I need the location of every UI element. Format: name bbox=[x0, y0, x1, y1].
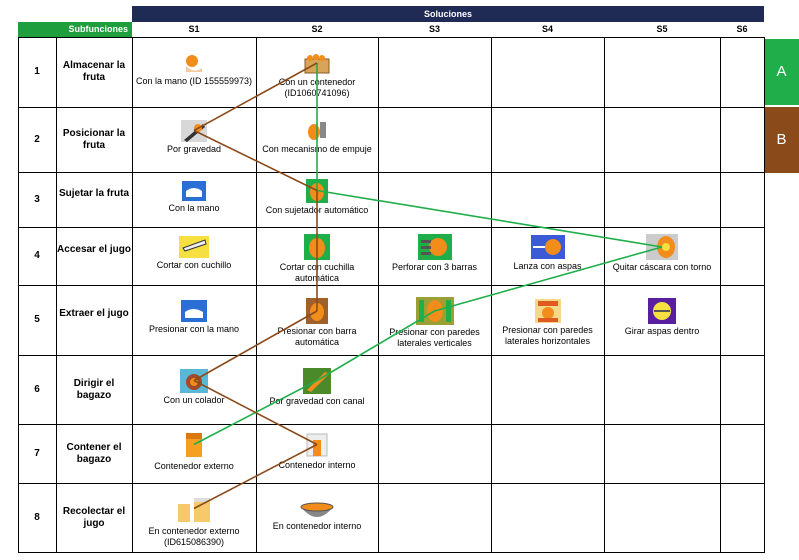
solution-label: En contenedor externo (ID615086390) bbox=[148, 525, 240, 547]
concept-b-tag: B bbox=[764, 107, 799, 173]
row-name-cell bbox=[56, 227, 133, 286]
knife-icon bbox=[179, 236, 209, 263]
gravity-slope-icon bbox=[181, 119, 207, 147]
solution-label: Presionar con paredes laterales vertical… bbox=[389, 327, 480, 348]
solution-label: Presionar con la mano bbox=[148, 324, 240, 334]
solution-label: Por gravedad bbox=[166, 143, 222, 154]
channel-icon bbox=[303, 367, 331, 399]
crate-icon bbox=[303, 51, 331, 80]
solution-cell bbox=[604, 37, 721, 108]
solution-cell bbox=[720, 107, 765, 173]
subfunction-name: Posicionar la fruta bbox=[62, 127, 126, 151]
spear-blades-icon bbox=[530, 235, 565, 264]
solution-cell bbox=[491, 483, 605, 553]
subfunction-name: Dirigir el bagazo bbox=[73, 377, 115, 401]
solution-label: En contenedor interno bbox=[272, 520, 362, 531]
horizontal-walls-icon bbox=[534, 299, 561, 328]
juice-jug-icon bbox=[176, 494, 212, 529]
solution-label: Presionar con paredes laterales horizont… bbox=[502, 325, 593, 346]
solution-cell bbox=[378, 37, 492, 108]
solution-cell bbox=[378, 424, 492, 484]
solution-cell bbox=[378, 483, 492, 553]
subfunction-name: Contener el bagazo bbox=[66, 441, 122, 465]
solution-cell bbox=[720, 483, 765, 553]
row-number: 1 bbox=[34, 66, 40, 77]
concept-a-tag: A bbox=[764, 39, 799, 105]
vertical-walls-icon bbox=[415, 297, 454, 330]
solution-label: Presionar con barra automática bbox=[277, 326, 357, 347]
column-header-s5: S5 bbox=[656, 24, 668, 34]
hand-orange-icon bbox=[182, 52, 206, 79]
subfunction-name: Extraer el jugo bbox=[59, 308, 129, 319]
solution-label: Quitar cáscara con torno bbox=[612, 262, 712, 272]
solution-cell bbox=[720, 355, 765, 425]
row-number: 8 bbox=[34, 511, 40, 523]
row-name-cell bbox=[56, 172, 133, 228]
solution-cell bbox=[491, 355, 605, 425]
solution-label: Con la mano bbox=[168, 202, 220, 213]
subfunction-name: Recolectar el jugo bbox=[62, 505, 126, 529]
row-number: 7 bbox=[34, 447, 40, 459]
solution-cell bbox=[720, 285, 765, 356]
solution-cell bbox=[378, 172, 492, 228]
solution-label: Lanza con aspas bbox=[513, 261, 582, 271]
hand-press-icon bbox=[181, 300, 207, 327]
auto-bar-press-icon bbox=[306, 298, 328, 329]
solution-cell bbox=[604, 107, 721, 173]
solution-cell bbox=[604, 355, 721, 425]
auto-holder-icon bbox=[306, 178, 328, 208]
solution-cell bbox=[720, 172, 765, 228]
row-number: 2 bbox=[34, 133, 40, 145]
row-name-cell bbox=[56, 285, 133, 356]
column-header-s3: S3 bbox=[428, 24, 440, 34]
solution-label: Por gravedad con canal bbox=[269, 395, 365, 406]
subfunction-name: Accesar el jugo bbox=[57, 244, 131, 255]
solution-label: Perforar con 3 barras bbox=[391, 262, 478, 272]
solution-cell bbox=[604, 424, 721, 484]
row-number: 3 bbox=[34, 193, 40, 205]
row-number: 6 bbox=[34, 383, 40, 395]
auto-blade-icon bbox=[304, 234, 330, 265]
column-header-s6: S6 bbox=[736, 24, 748, 34]
solution-cell bbox=[491, 424, 605, 484]
solution-cell bbox=[491, 37, 605, 108]
solution-cell bbox=[604, 172, 721, 228]
solution-cell bbox=[720, 37, 765, 108]
solutions-header: Soluciones bbox=[132, 6, 764, 22]
solution-label: Contenedor externo bbox=[154, 460, 234, 471]
solution-label: Cortar con cuchillo bbox=[156, 260, 232, 270]
solution-cell bbox=[491, 172, 605, 228]
rotating-blades-icon bbox=[648, 298, 676, 329]
solution-cell bbox=[378, 107, 492, 173]
solution-label: Con mecanismo de empuje bbox=[262, 143, 372, 154]
subfunction-name: Sujetar la fruta bbox=[58, 187, 130, 199]
solution-cell bbox=[720, 424, 765, 484]
row-number: 5 bbox=[34, 314, 40, 325]
strainer-icon bbox=[180, 368, 208, 398]
solution-label: Con un colador bbox=[163, 394, 225, 405]
solution-cell bbox=[720, 227, 765, 286]
solution-label: Con la mano (ID 155559973) bbox=[135, 76, 253, 86]
subfunctions-header: Subfunciones bbox=[18, 22, 132, 37]
solution-label: Con un contenedor (ID1060741096) bbox=[278, 77, 356, 98]
three-bars-icon bbox=[417, 234, 452, 265]
subfunction-name: Almacenar la fruta bbox=[62, 60, 126, 83]
solution-cell bbox=[491, 107, 605, 173]
external-container-icon bbox=[182, 431, 206, 464]
lathe-icon bbox=[646, 234, 678, 265]
solution-label: Contenedor interno bbox=[278, 459, 356, 470]
column-header-s4: S4 bbox=[541, 24, 553, 34]
internal-container-icon bbox=[305, 432, 329, 463]
column-header-s1: S1 bbox=[188, 24, 200, 34]
solution-label: Cortar con cuchilla automática bbox=[279, 262, 355, 283]
solution-label: Con sujetador automático bbox=[265, 204, 369, 215]
solution-cell bbox=[604, 483, 721, 553]
solution-cell bbox=[378, 355, 492, 425]
row-number: 4 bbox=[34, 250, 40, 261]
push-mechanism-icon bbox=[306, 119, 328, 147]
solution-label: Girar aspas dentro bbox=[624, 326, 700, 336]
column-header-s2: S2 bbox=[311, 24, 323, 34]
